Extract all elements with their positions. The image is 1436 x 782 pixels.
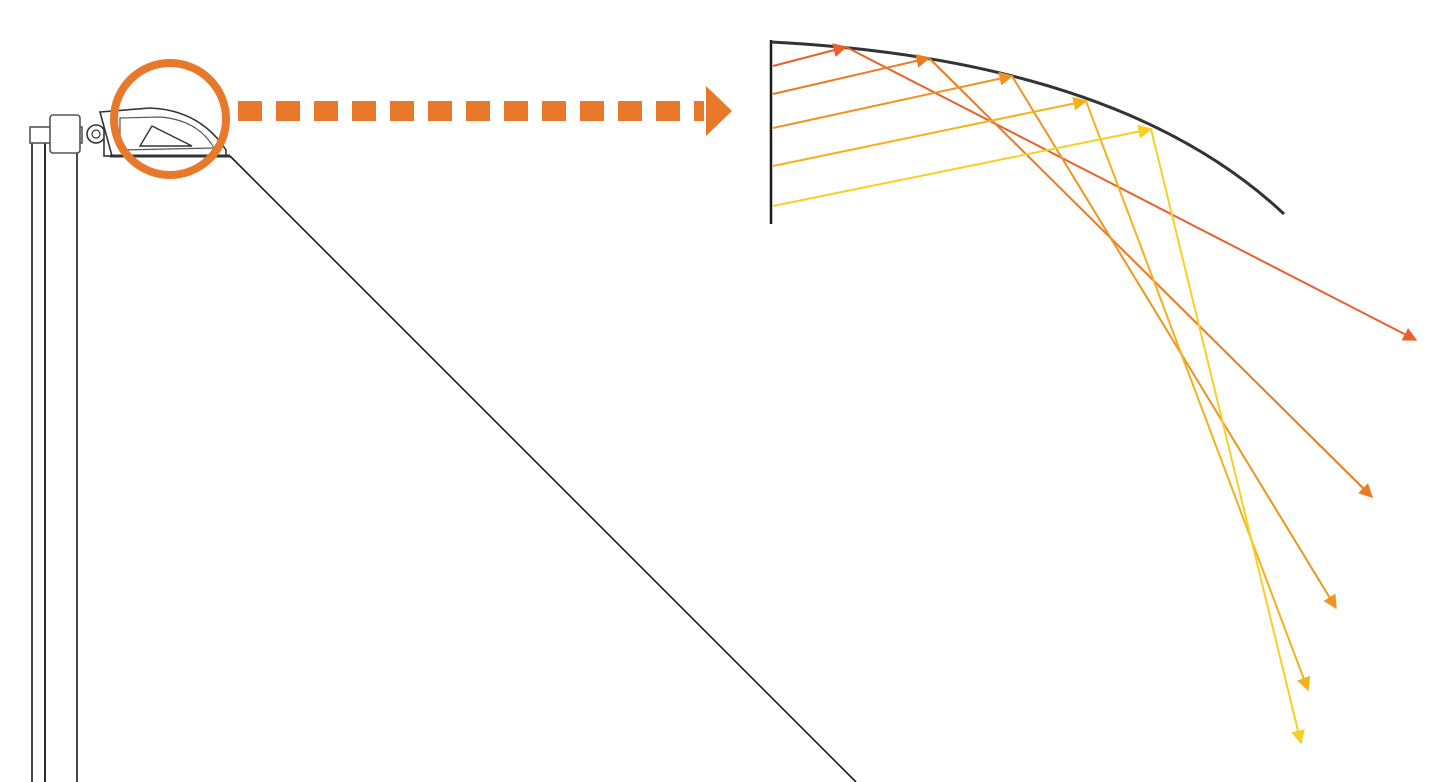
pole-bracket <box>49 114 81 154</box>
pole-body <box>44 137 78 782</box>
incident-ray-4 <box>772 96 1088 167</box>
reflected-ray-2 <box>928 57 1373 498</box>
reflector-curve <box>770 40 1286 216</box>
reflected-ray-5 <box>1150 128 1305 745</box>
light-beam-edge <box>229 155 857 782</box>
street-light-pole <box>29 114 83 782</box>
reflected-ray-3 <box>1011 75 1337 610</box>
pole-inner-rail <box>31 137 46 782</box>
luminaire-hinge <box>86 124 106 144</box>
reflected-ray-1 <box>845 46 1418 341</box>
dashed-arrow-head <box>706 86 732 136</box>
dashed-arrow-icon <box>238 86 732 136</box>
luminaire-reflector <box>138 125 193 147</box>
zoom-highlight-circle <box>110 59 230 179</box>
incident-ray-2 <box>772 54 931 95</box>
luminaire-head <box>86 107 230 158</box>
curved-reflector <box>769 40 1286 224</box>
reflected-ray-4 <box>1085 100 1311 692</box>
incident-ray-1 <box>772 43 848 67</box>
light-rays <box>772 43 1418 745</box>
luminaire-hinge-bolt <box>91 129 101 139</box>
incident-ray-3 <box>772 71 1014 129</box>
incident-ray-5 <box>772 124 1153 207</box>
